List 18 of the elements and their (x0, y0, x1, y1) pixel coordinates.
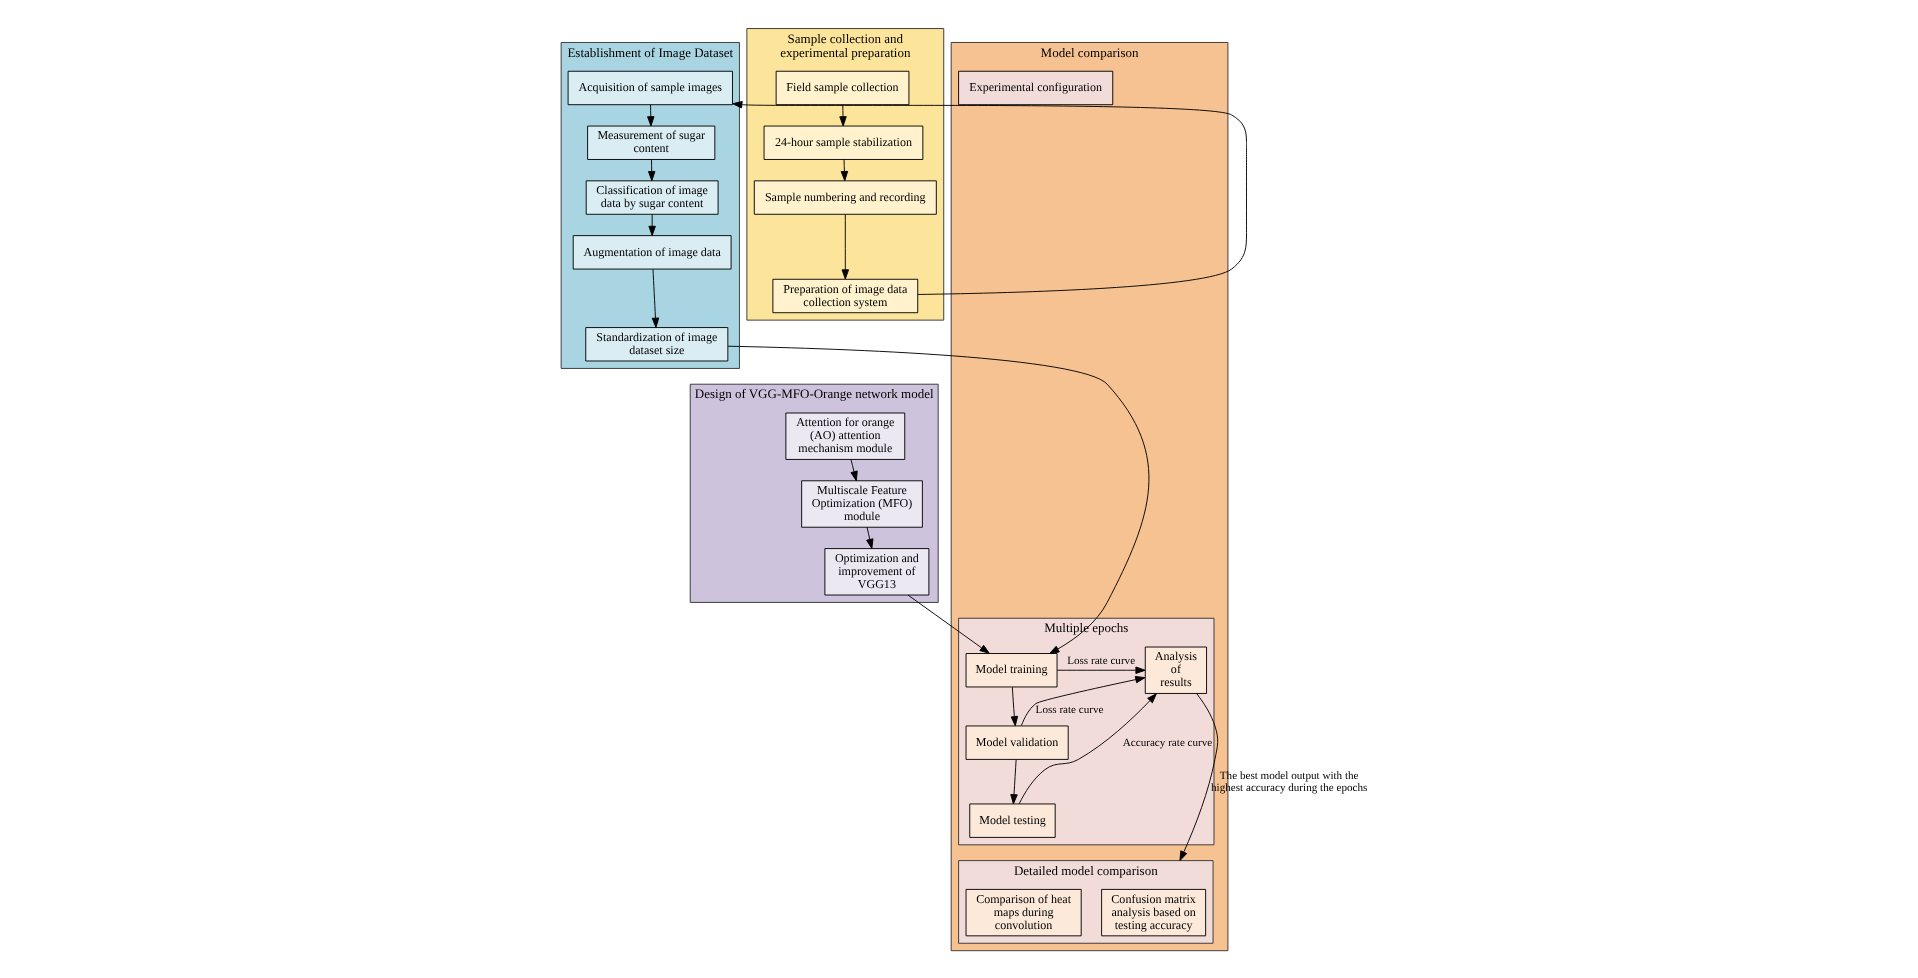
arrow (1019, 675, 1145, 727)
arrow (647, 159, 655, 182)
arrow (731, 100, 1246, 295)
arrow (1009, 686, 1018, 727)
arrow (726, 345, 1149, 654)
arrow (1178, 693, 1218, 862)
arrow (865, 526, 873, 550)
arrow (839, 159, 848, 182)
arrow (1009, 759, 1017, 805)
arrow (1055, 666, 1145, 674)
arrow (840, 213, 849, 280)
arrow (1017, 693, 1156, 805)
arrow (838, 104, 846, 127)
arrow (849, 459, 857, 482)
arrow (647, 213, 655, 236)
arrow (650, 268, 659, 328)
arrow (646, 104, 654, 127)
arrow (906, 594, 989, 654)
